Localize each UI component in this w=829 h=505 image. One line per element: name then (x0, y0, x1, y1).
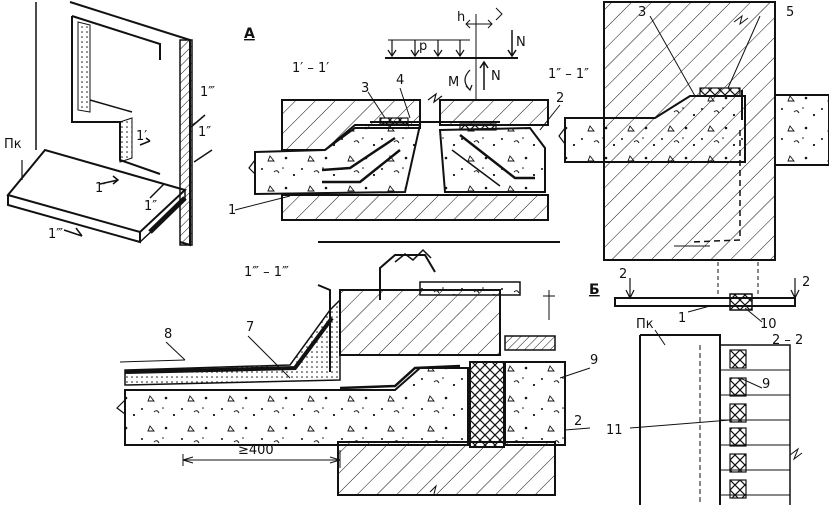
label-2a: 2 (556, 91, 564, 106)
section-1p-1p (234, 87, 561, 221)
iso-label-1pp-a: 1″ (198, 125, 211, 140)
label-4: 4 (396, 73, 404, 88)
iso-label-1p-b: 1′ (136, 129, 147, 144)
label-3a: 3 (361, 81, 369, 96)
section-title-1ppp: 1‴ – 1‴ (244, 265, 289, 280)
section-1pp-1pp (558, 1, 829, 261)
label-2b: 2 (574, 414, 582, 429)
label-h: h (457, 10, 465, 25)
label-7: 7 (246, 320, 254, 335)
section-1ppp-1ppp (116, 241, 591, 496)
label-8: 8 (164, 327, 172, 342)
label-11: 11 (606, 423, 623, 438)
iso-label-1ppp-a: 1‴ (200, 85, 215, 100)
label-M: M (448, 75, 459, 90)
label-9b: 9 (762, 377, 770, 392)
label-p: p (419, 39, 427, 54)
label-5: 5 (786, 5, 794, 20)
section-title-2-2: 2 – 2 (772, 333, 803, 348)
label-9a: 9 (590, 353, 598, 368)
label-2d: 2 (802, 275, 810, 290)
label-B: Б (589, 282, 600, 298)
label-1b: 1 (678, 311, 686, 326)
label-1a: 1 (228, 203, 236, 218)
label-N-bottom: N (491, 69, 501, 84)
label-N-top: N (516, 35, 526, 50)
section-title-1pp: 1″ – 1″ (548, 67, 589, 82)
label-3b: 3 (638, 5, 646, 20)
label-10: 10 (760, 317, 777, 332)
section-title-1p: 1′ – 1′ (292, 61, 329, 76)
label-A: А (244, 26, 255, 42)
isometric-view (6, 1, 213, 247)
iso-label-1ppp-b: 1‴ (48, 227, 63, 242)
iso-label-1pp-b: 1″ (144, 199, 157, 214)
detail-B (614, 262, 803, 505)
dimension-400: ≥400 (238, 443, 274, 458)
load-diagram (385, 7, 518, 100)
iso-label-1p-a: 1′ (95, 181, 106, 196)
label-2c: 2 (619, 267, 627, 282)
label-pk-2: Пк (636, 317, 654, 332)
label-pk-1: Пк (4, 137, 22, 152)
